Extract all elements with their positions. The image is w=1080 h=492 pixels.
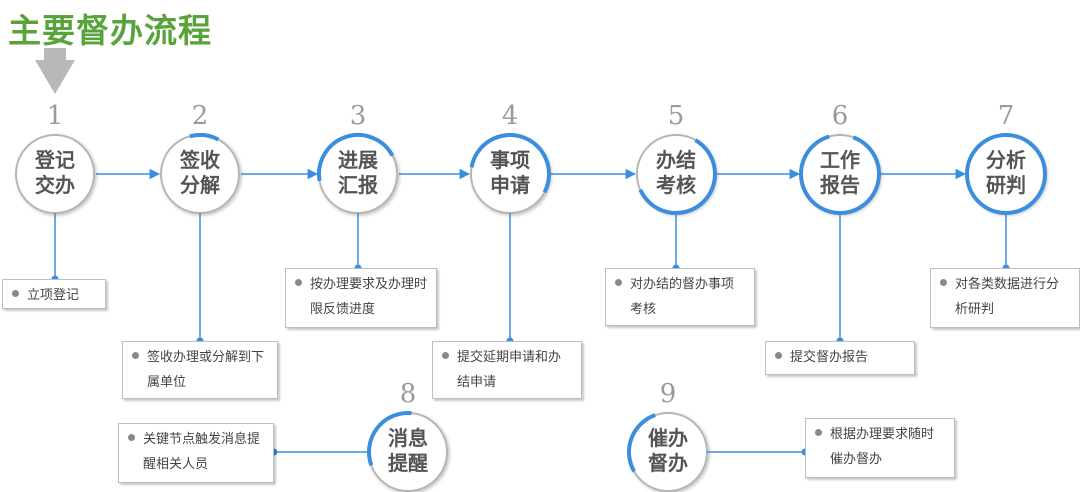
step-node bbox=[627, 412, 809, 492]
step-number: 1 bbox=[46, 101, 64, 131]
step-node bbox=[799, 134, 881, 345]
bullet-icon bbox=[295, 279, 302, 286]
step-label: 登记 交办 bbox=[35, 148, 75, 197]
bullet-icon bbox=[815, 429, 822, 436]
bullet-icon bbox=[775, 352, 782, 359]
step-label: 签收 分解 bbox=[180, 148, 220, 197]
step-note-text: 根据办理要求随时催办督办 bbox=[830, 427, 935, 467]
page-title: 主要督办流程 bbox=[8, 11, 212, 50]
step-number: 4 bbox=[501, 101, 519, 131]
step-label: 消息 提醒 bbox=[388, 426, 428, 475]
step-number: 8 bbox=[399, 379, 417, 409]
start-down-arrow bbox=[35, 48, 75, 94]
step-note-box: 签收办理或分解到下属单位 bbox=[122, 341, 278, 399]
step-label: 工作 报告 bbox=[820, 148, 860, 197]
step-note-text: 对办结的督办事项考核 bbox=[630, 277, 735, 317]
step-number: 5 bbox=[667, 101, 685, 131]
step-note-text: 立项登记 bbox=[27, 288, 80, 303]
bullet-icon bbox=[442, 352, 449, 359]
step-note-box: 提交督办报告 bbox=[765, 341, 915, 375]
progress-arc bbox=[189, 133, 220, 142]
step-note-box: 提交延期申请和办结申请 bbox=[432, 341, 582, 399]
step-note-text: 提交督办报告 bbox=[790, 350, 869, 365]
step-note-box: 对办结的督办事项考核 bbox=[605, 268, 755, 326]
step-note-box: 对各类数据进行分析研判 bbox=[930, 268, 1080, 328]
step-number: 9 bbox=[659, 379, 677, 409]
step-label: 催办 督办 bbox=[648, 426, 688, 475]
step-note-text: 提交延期申请和办结申请 bbox=[457, 350, 562, 390]
progress-arc bbox=[627, 413, 656, 473]
step-label: 事项 申请 bbox=[490, 148, 530, 197]
bullet-icon bbox=[940, 279, 947, 286]
bullet-icon bbox=[615, 279, 622, 286]
progress-arc bbox=[367, 411, 412, 467]
progress-arc bbox=[799, 134, 881, 215]
progress-arc bbox=[638, 138, 717, 215]
progress-arc bbox=[317, 133, 395, 182]
step-node bbox=[636, 134, 717, 272]
step-node bbox=[965, 133, 1047, 272]
step-label: 进展 汇报 bbox=[338, 148, 378, 197]
step-number: 7 bbox=[997, 101, 1015, 131]
step-note-text: 关键节点触发消息提醒相关人员 bbox=[143, 432, 261, 472]
step-node bbox=[15, 134, 95, 283]
progress-arc bbox=[469, 133, 551, 194]
step-node bbox=[469, 133, 551, 345]
step-note-box: 立项登记 bbox=[2, 279, 106, 309]
step-note-box: 关键节点触发消息提醒相关人员 bbox=[118, 423, 274, 483]
step-note-box: 按办理要求及办理时限反馈进度 bbox=[285, 268, 437, 328]
bullet-icon bbox=[132, 352, 139, 359]
step-note-box: 根据办理要求随时催办督办 bbox=[805, 418, 955, 478]
bullet-icon bbox=[128, 434, 135, 441]
step-note-text: 签收办理或分解到下属单位 bbox=[147, 350, 265, 390]
step-label: 办结 考核 bbox=[656, 148, 696, 197]
step-number: 3 bbox=[349, 101, 367, 131]
bullet-icon bbox=[12, 290, 19, 297]
step-label: 分析 研判 bbox=[986, 148, 1026, 197]
step-node bbox=[317, 133, 398, 272]
step-number: 6 bbox=[831, 101, 849, 131]
step-node bbox=[270, 411, 448, 492]
step-number: 2 bbox=[191, 101, 209, 131]
step-note-text: 对各类数据进行分析研判 bbox=[955, 277, 1060, 317]
step-note-text: 按办理要求及办理时限反馈进度 bbox=[310, 277, 428, 317]
